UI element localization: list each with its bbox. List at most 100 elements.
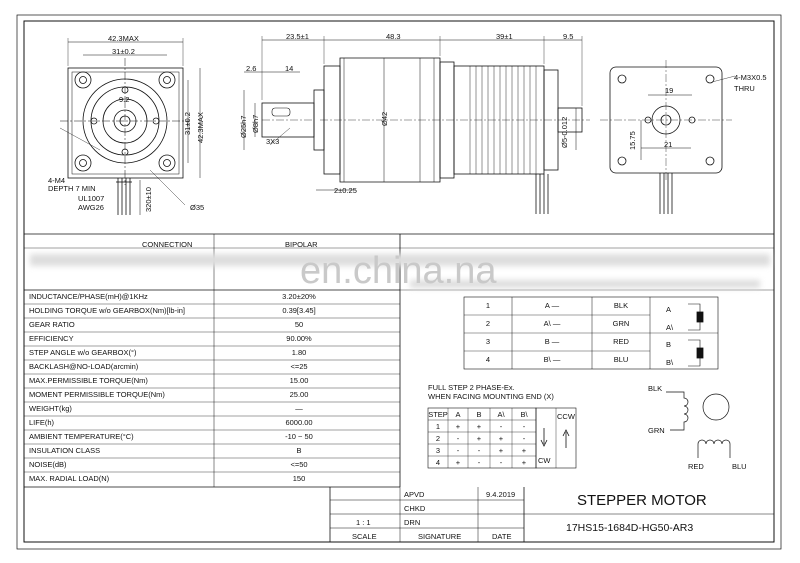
sequence-cell: 1 bbox=[435, 422, 441, 431]
spec-label: NOISE(dB) bbox=[29, 460, 67, 469]
ccw-label: CCW bbox=[557, 412, 575, 421]
wiring-color: BLU bbox=[613, 355, 629, 364]
spec-value: -10 ~ 50 bbox=[285, 432, 313, 441]
dim-width-max: 42.3MAX bbox=[108, 34, 139, 43]
dim-rear-shaft: Ø5-0.012 bbox=[560, 116, 569, 148]
sequence-cell: 2 bbox=[435, 434, 441, 443]
sequence-cell: + bbox=[455, 458, 461, 467]
spec-value: <=50 bbox=[290, 460, 308, 469]
spec-label: LIFE(h) bbox=[29, 418, 55, 427]
dim-rear-len: 9.5 bbox=[563, 32, 574, 41]
sequence-cell: + bbox=[476, 434, 482, 443]
side-view bbox=[243, 36, 590, 214]
signature-label: SIGNATURE bbox=[418, 532, 462, 541]
scale-label: SCALE bbox=[352, 532, 377, 541]
rear-hole-note: 4-M3X0.5 bbox=[734, 73, 767, 82]
wiring-lead: B\ — bbox=[543, 355, 561, 364]
sequence-cell: - bbox=[522, 434, 526, 443]
dim-center: 9.2 bbox=[119, 95, 130, 104]
sequence-title: FULL STEP 2 PHASE-Ex. bbox=[428, 383, 515, 392]
schematic-blu: BLU bbox=[732, 462, 747, 471]
sequence-cell: - bbox=[456, 446, 460, 455]
dim-lead-length: 320±10 bbox=[144, 187, 153, 212]
coil-label-b-bar: B\ bbox=[666, 358, 674, 367]
dim-key: 3X3 bbox=[266, 137, 280, 146]
spec-label: BACKLASH@NO-LOAD(arcmin) bbox=[29, 362, 139, 371]
spec-value: 1.80 bbox=[291, 348, 307, 357]
dim-hub-dia: Ø35 bbox=[190, 203, 205, 212]
scale-value: 1 : 1 bbox=[356, 518, 371, 527]
spec-label: MAX.PERMISSIBLE TORQUE(Nm) bbox=[29, 376, 148, 385]
awg-note: AWG26 bbox=[78, 203, 104, 212]
sequence-cell: + bbox=[476, 422, 482, 431]
wiring-pin: 1 bbox=[485, 301, 491, 310]
date-label: DATE bbox=[492, 532, 512, 541]
drn-label: DRN bbox=[404, 518, 421, 527]
chkd-label: CHKD bbox=[404, 504, 426, 513]
spec-value: <=25 bbox=[290, 362, 308, 371]
wiring-pin: 2 bbox=[485, 319, 491, 328]
watermark: en.china.na bbox=[300, 250, 497, 292]
dim-flange-thk: 2±0.25 bbox=[334, 186, 357, 195]
part-number: 17HS15-1684D-HG50-AR3 bbox=[566, 522, 694, 534]
drawing-title: STEPPER MOTOR bbox=[577, 492, 707, 509]
wiring-color: GRN bbox=[612, 319, 630, 328]
sequence-cell: - bbox=[522, 422, 526, 431]
spec-label: MOMENT PERMISSIBLE TORQUE(Nm) bbox=[29, 390, 165, 399]
sequence-cell: + bbox=[521, 446, 527, 455]
dim-pilot-dia: Ø25h7 bbox=[239, 115, 248, 138]
sequence-cell: - bbox=[499, 458, 503, 467]
wiring-color: BLK bbox=[613, 301, 629, 310]
coil-label-b: B bbox=[666, 340, 672, 349]
wiring-lead: A — bbox=[544, 301, 560, 310]
spec-value: 3.20±20% bbox=[282, 292, 316, 301]
sequence-cell: 4 bbox=[435, 458, 441, 467]
spec-value: 25.00 bbox=[289, 390, 309, 399]
sequence-subtitle: WHEN FACING MOUNTING END (X) bbox=[428, 392, 554, 401]
wiring-pin: 3 bbox=[485, 337, 491, 346]
spec-value: 0.39[3.45] bbox=[282, 306, 316, 315]
blur-strip bbox=[410, 280, 760, 288]
coil-label-a: A bbox=[666, 305, 672, 314]
spec-label: AMBIENT TEMPERATURE(°C) bbox=[29, 432, 134, 441]
blur-strip bbox=[30, 254, 770, 266]
spec-value: 15.00 bbox=[289, 376, 309, 385]
spec-value: B bbox=[296, 446, 302, 455]
spec-value: 6000.00 bbox=[285, 418, 313, 427]
dim-shaft-dia: Ø8h7 bbox=[251, 114, 260, 133]
dim-body-len: 39±1 bbox=[496, 32, 513, 41]
sequence-cell: 3 bbox=[435, 446, 441, 455]
wire-note: UL1007 bbox=[78, 194, 105, 203]
dim-19: 19 bbox=[665, 86, 674, 95]
sequence-cell: - bbox=[477, 458, 481, 467]
rear-view bbox=[600, 60, 736, 214]
dim-body-dia: Ø42 bbox=[380, 111, 389, 126]
dim-flat-len: 2.6 bbox=[246, 64, 257, 73]
spec-label: MAX. RADIAL LOAD(N) bbox=[29, 474, 110, 483]
spec-value: 90.00% bbox=[286, 334, 312, 343]
spec-label: INDUCTANCE/PHASE(mH)@1KHz bbox=[29, 292, 148, 301]
spec-label: INSULATION CLASS bbox=[29, 446, 101, 455]
sequence-cell: + bbox=[498, 446, 504, 455]
dim-shaft-len: 14 bbox=[285, 64, 294, 73]
dim-motor-len: 48.3 bbox=[386, 32, 401, 41]
schematic-blk: BLK bbox=[648, 384, 663, 393]
dim-height-max: 42.3MAX bbox=[196, 112, 205, 143]
wiring-pin: 4 bbox=[485, 355, 491, 364]
spec-label: HOLDING TORQUE w/o GEARBOX(Nm)[lb-in] bbox=[29, 306, 185, 315]
wiring-lead: A\ — bbox=[543, 319, 561, 328]
schematic-grn: GRN bbox=[648, 426, 665, 435]
coil-label-a-bar: A\ bbox=[666, 323, 674, 332]
thread-note: 4-M4 bbox=[48, 176, 66, 185]
spec-label: GEAR RATIO bbox=[29, 320, 75, 329]
spec-value: 150 bbox=[292, 474, 306, 483]
apvd-date: 9.4.2019 bbox=[486, 490, 516, 499]
front-view bbox=[59, 38, 201, 215]
sequence-cell: - bbox=[499, 422, 503, 431]
connection-label: CONNECTION bbox=[142, 240, 193, 249]
dim-15-75: 15.75 bbox=[628, 131, 637, 150]
spec-value: 50 bbox=[294, 320, 304, 329]
rear-thru: THRU bbox=[734, 84, 755, 93]
